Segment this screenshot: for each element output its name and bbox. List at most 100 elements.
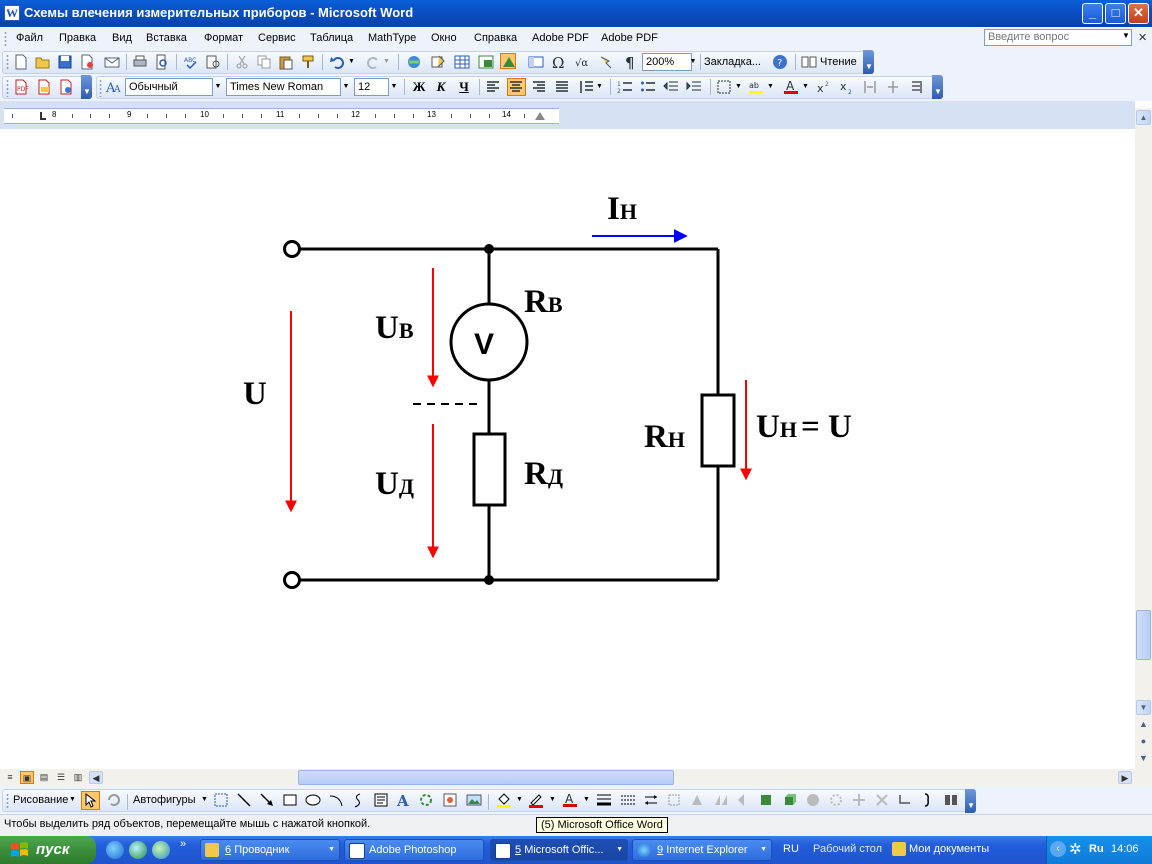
style-dropdown-icon[interactable]: ▼ [214, 83, 222, 90]
rectangle-tool-icon[interactable] [282, 792, 298, 808]
increase-indent-icon[interactable] [686, 79, 702, 95]
print-preview-icon[interactable] [154, 54, 170, 70]
reading-view-icon[interactable]: ▥ [73, 772, 83, 782]
arrow-style-icon[interactable] [643, 792, 659, 808]
word-app-icon[interactable]: W [4, 5, 20, 21]
shadow-style-icon[interactable] [690, 792, 706, 808]
permission-icon[interactable] [79, 54, 95, 70]
underline-button[interactable]: Ч [459, 79, 469, 94]
zoom-dropdown-icon[interactable]: ▼ [689, 58, 697, 65]
arc-tool-icon[interactable] [328, 792, 344, 808]
diagram-icon[interactable] [418, 792, 434, 808]
task-explorer[interactable]: 6 Проводник ▼ [200, 839, 340, 861]
brace-icon[interactable] [920, 792, 936, 808]
save-icon[interactable] [57, 54, 73, 70]
desktop-toolbar-label[interactable]: Рабочий стол [813, 843, 883, 855]
decrease-indent-icon[interactable] [663, 79, 679, 95]
nudge-icon[interactable] [736, 792, 752, 808]
scroll-up-icon[interactable]: ▲ [1136, 110, 1151, 125]
equation-icon[interactable]: √α [575, 54, 591, 70]
insert-table-icon[interactable] [454, 54, 470, 70]
tray-star-icon[interactable]: ✲ [1069, 841, 1082, 858]
format-painter-icon[interactable] [300, 54, 316, 70]
pdf-email-icon[interactable] [36, 79, 52, 95]
format-toolbar-options-icon[interactable]: ▼ [932, 75, 943, 99]
undo-icon[interactable] [330, 54, 346, 70]
line-tool-icon[interactable] [236, 792, 252, 808]
edit-points-icon[interactable] [851, 792, 867, 808]
new-document-icon[interactable] [13, 54, 29, 70]
tables-borders-icon[interactable] [430, 54, 446, 70]
browse-object-icon[interactable]: ● [1140, 736, 1147, 746]
align-right-icon[interactable] [531, 79, 547, 95]
insert-symbol-icon[interactable]: Ω [551, 54, 567, 70]
task-word[interactable]: 5 Microsoft Offic... ▼ [490, 839, 628, 861]
text-direction-icon[interactable] [908, 79, 924, 95]
align-center-icon[interactable] [507, 78, 526, 96]
task-ie[interactable]: 9 Internet Explorer ▼ [632, 839, 772, 861]
menu-mathtype[interactable]: MathType [368, 32, 417, 44]
bold-button[interactable]: Ж [412, 79, 426, 94]
outline-view-icon[interactable]: ☰ [56, 772, 66, 782]
connector-icon[interactable] [897, 792, 913, 808]
title-bar[interactable] [0, 0, 1152, 27]
horizontal-scroll-thumb[interactable] [298, 770, 674, 785]
distributed-align-icon[interactable] [862, 79, 878, 95]
borders-icon[interactable] [716, 79, 732, 95]
insert-excel-icon[interactable] [478, 54, 494, 70]
borders-dropdown-icon[interactable]: ▼ [735, 83, 742, 90]
menu-window[interactable]: Окно [431, 32, 457, 44]
clock[interactable]: 14:06 [1111, 843, 1139, 855]
menu-help[interactable]: Справка [474, 32, 518, 44]
horizontal-ruler[interactable]: 8 9 10 11 12 13 14 [4, 108, 559, 124]
drawing-toolbar-options-icon[interactable]: ▼ [965, 789, 976, 813]
font-dropdown-icon[interactable]: ▼ [342, 83, 350, 90]
media-quicklaunch-icon[interactable] [129, 841, 147, 859]
autoshapes-button[interactable]: Автофигуры [133, 794, 196, 806]
bullets-icon[interactable] [640, 79, 656, 95]
research-icon[interactable] [205, 54, 221, 70]
draw-font-color-icon[interactable]: A [562, 792, 578, 808]
copy-icon[interactable] [256, 54, 272, 70]
shadow-color-icon[interactable] [759, 792, 775, 808]
autoshapes-dropdown-icon[interactable]: ▼ [201, 796, 208, 803]
web-layout-view-icon[interactable]: ▣ [20, 771, 34, 784]
wordart-icon[interactable]: A [396, 792, 412, 808]
menu-view[interactable]: Вид [112, 32, 132, 44]
menu-file[interactable]: Файл [16, 32, 44, 44]
task-photoshop[interactable]: Adobe Photoshop [344, 839, 484, 861]
menu-adobe-pdf-1[interactable]: Adobe PDF [532, 32, 589, 44]
more-buttons-icon[interactable] [943, 792, 959, 808]
my-documents-link[interactable]: Мои документы [909, 843, 990, 855]
drawing-menu-button[interactable]: Рисование [13, 794, 69, 806]
highlight-dropdown-icon[interactable]: ▼ [767, 83, 774, 90]
wrap-icon[interactable] [828, 792, 844, 808]
menu-edit[interactable]: Правка [59, 32, 97, 44]
line-spacing-icon[interactable] [578, 79, 594, 95]
convert-to-pdf-icon[interactable]: PDF [13, 79, 29, 95]
ask-question-input[interactable]: Введите вопрос [984, 29, 1132, 46]
group-icon[interactable] [213, 792, 229, 808]
email-icon[interactable] [104, 54, 120, 70]
select-objects-icon[interactable] [81, 791, 100, 810]
pdf-toolbar-grip-icon[interactable] [6, 79, 9, 97]
text-box-icon[interactable] [373, 792, 389, 808]
cut-icon[interactable] [234, 54, 250, 70]
redo-icon[interactable] [365, 54, 381, 70]
drawing-toggle-icon[interactable] [500, 53, 516, 69]
print-layout-view-icon[interactable]: ▤ [39, 772, 49, 782]
distribute-icon[interactable] [874, 792, 890, 808]
drawing-menu-dropdown-icon[interactable]: ▼ [69, 796, 76, 803]
minimize-button[interactable]: _ [1082, 3, 1103, 24]
document-close-icon[interactable]: ✕ [1138, 32, 1148, 44]
menu-insert[interactable]: Вставка [146, 32, 187, 44]
3d-style-icon[interactable] [782, 792, 798, 808]
fill-color-dropdown-icon[interactable]: ▼ [516, 796, 523, 803]
tray-expand-icon[interactable]: ‹ [1050, 841, 1066, 857]
line-style-icon[interactable] [596, 792, 612, 808]
pdf-review-icon[interactable] [58, 79, 74, 95]
undo-dropdown-icon[interactable]: ▼ [348, 58, 355, 65]
